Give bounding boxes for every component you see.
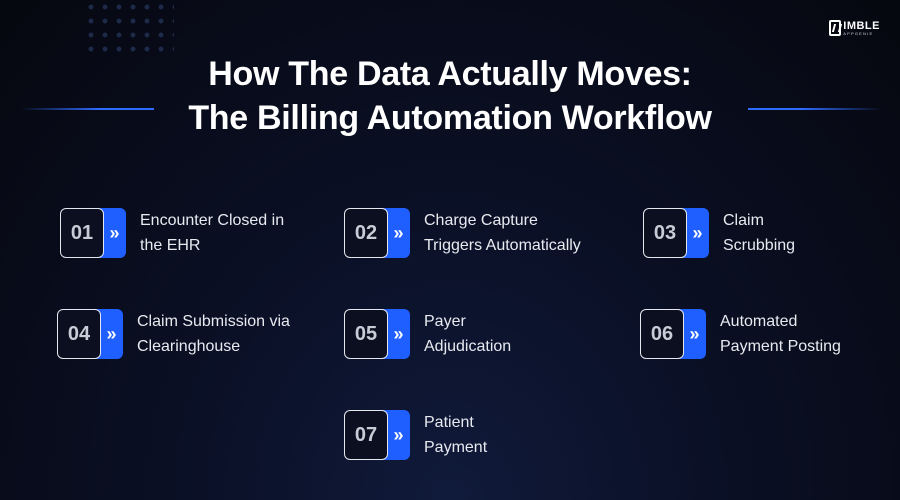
workflow-step-04: 04 » Claim Submission via Clearinghouse: [57, 309, 317, 359]
step-badge: 01 »: [60, 208, 128, 258]
step-number: 04: [57, 309, 101, 359]
logo-name: IMBLE: [843, 19, 880, 32]
logo-text: IMBLE APPGENIE: [843, 19, 880, 36]
step-badge: 07 »: [344, 410, 412, 460]
workflow-step-02: 02 » Charge Capture Triggers Automatical…: [344, 208, 604, 258]
step-number: 05: [344, 309, 388, 359]
step-label-line-2: Triggers Automatically: [424, 237, 581, 254]
step-number: 02: [344, 208, 388, 258]
title-line-2: The Billing Automation Workflow: [188, 99, 712, 137]
step-label: Encounter Closed in the EHR: [140, 208, 320, 258]
step-label-line-2: Clearinghouse: [137, 338, 241, 355]
step-number: 07: [344, 410, 388, 460]
workflow-step-01: 01 » Encounter Closed in the EHR: [60, 208, 320, 258]
step-label: Automated Payment Posting: [720, 309, 900, 359]
step-label-line-1: Patient: [424, 414, 474, 431]
step-label: Claim Submission via Clearinghouse: [137, 309, 317, 359]
title-divider-right: [748, 108, 882, 110]
workflow-step-07: 07 » Patient Payment: [344, 410, 604, 460]
step-label-line-1: Claim: [723, 212, 764, 229]
step-badge: 04 »: [57, 309, 125, 359]
step-label-line-2: Scrubbing: [723, 237, 796, 254]
step-label: Charge Capture Triggers Automatically: [424, 208, 604, 258]
step-badge: 02 »: [344, 208, 412, 258]
step-badge: 03 »: [643, 208, 711, 258]
step-label-line-2: Payment Posting: [720, 338, 841, 355]
step-label-line-1: Claim Submission via: [137, 313, 290, 330]
step-label-line-2: Payment: [424, 439, 488, 456]
step-label-line-1: Encounter Closed in: [140, 212, 285, 229]
step-label: Claim Scrubbing: [723, 208, 900, 258]
logo-mark-icon: [829, 20, 842, 36]
step-label-line-1: Automated: [720, 313, 798, 330]
step-number: 06: [640, 309, 684, 359]
workflow-step-03: 03 » Claim Scrubbing: [643, 208, 900, 258]
workflow-step-06: 06 » Automated Payment Posting: [640, 309, 900, 359]
step-label-line-1: Payer: [424, 313, 466, 330]
step-label: Patient Payment: [424, 410, 604, 460]
step-label-line-2: Adjudication: [424, 338, 512, 355]
step-number: 01: [60, 208, 104, 258]
title-line-1: How The Data Actually Moves:: [208, 55, 692, 93]
step-label: Payer Adjudication: [424, 309, 604, 359]
step-number: 03: [643, 208, 687, 258]
step-label-line-1: Charge Capture: [424, 212, 538, 229]
nimble-appgenie-logo: IMBLE APPGENIE: [829, 20, 880, 36]
decorative-dot-grid: [84, 0, 174, 58]
step-badge: 06 »: [640, 309, 708, 359]
workflow-step-05: 05 » Payer Adjudication: [344, 309, 604, 359]
step-badge: 05 »: [344, 309, 412, 359]
page-title: How The Data Actually Moves: The Billing…: [0, 52, 900, 140]
step-label-line-2: the EHR: [140, 237, 201, 254]
logo-subtitle: APPGENIE: [843, 30, 874, 36]
title-divider-left: [20, 108, 154, 110]
